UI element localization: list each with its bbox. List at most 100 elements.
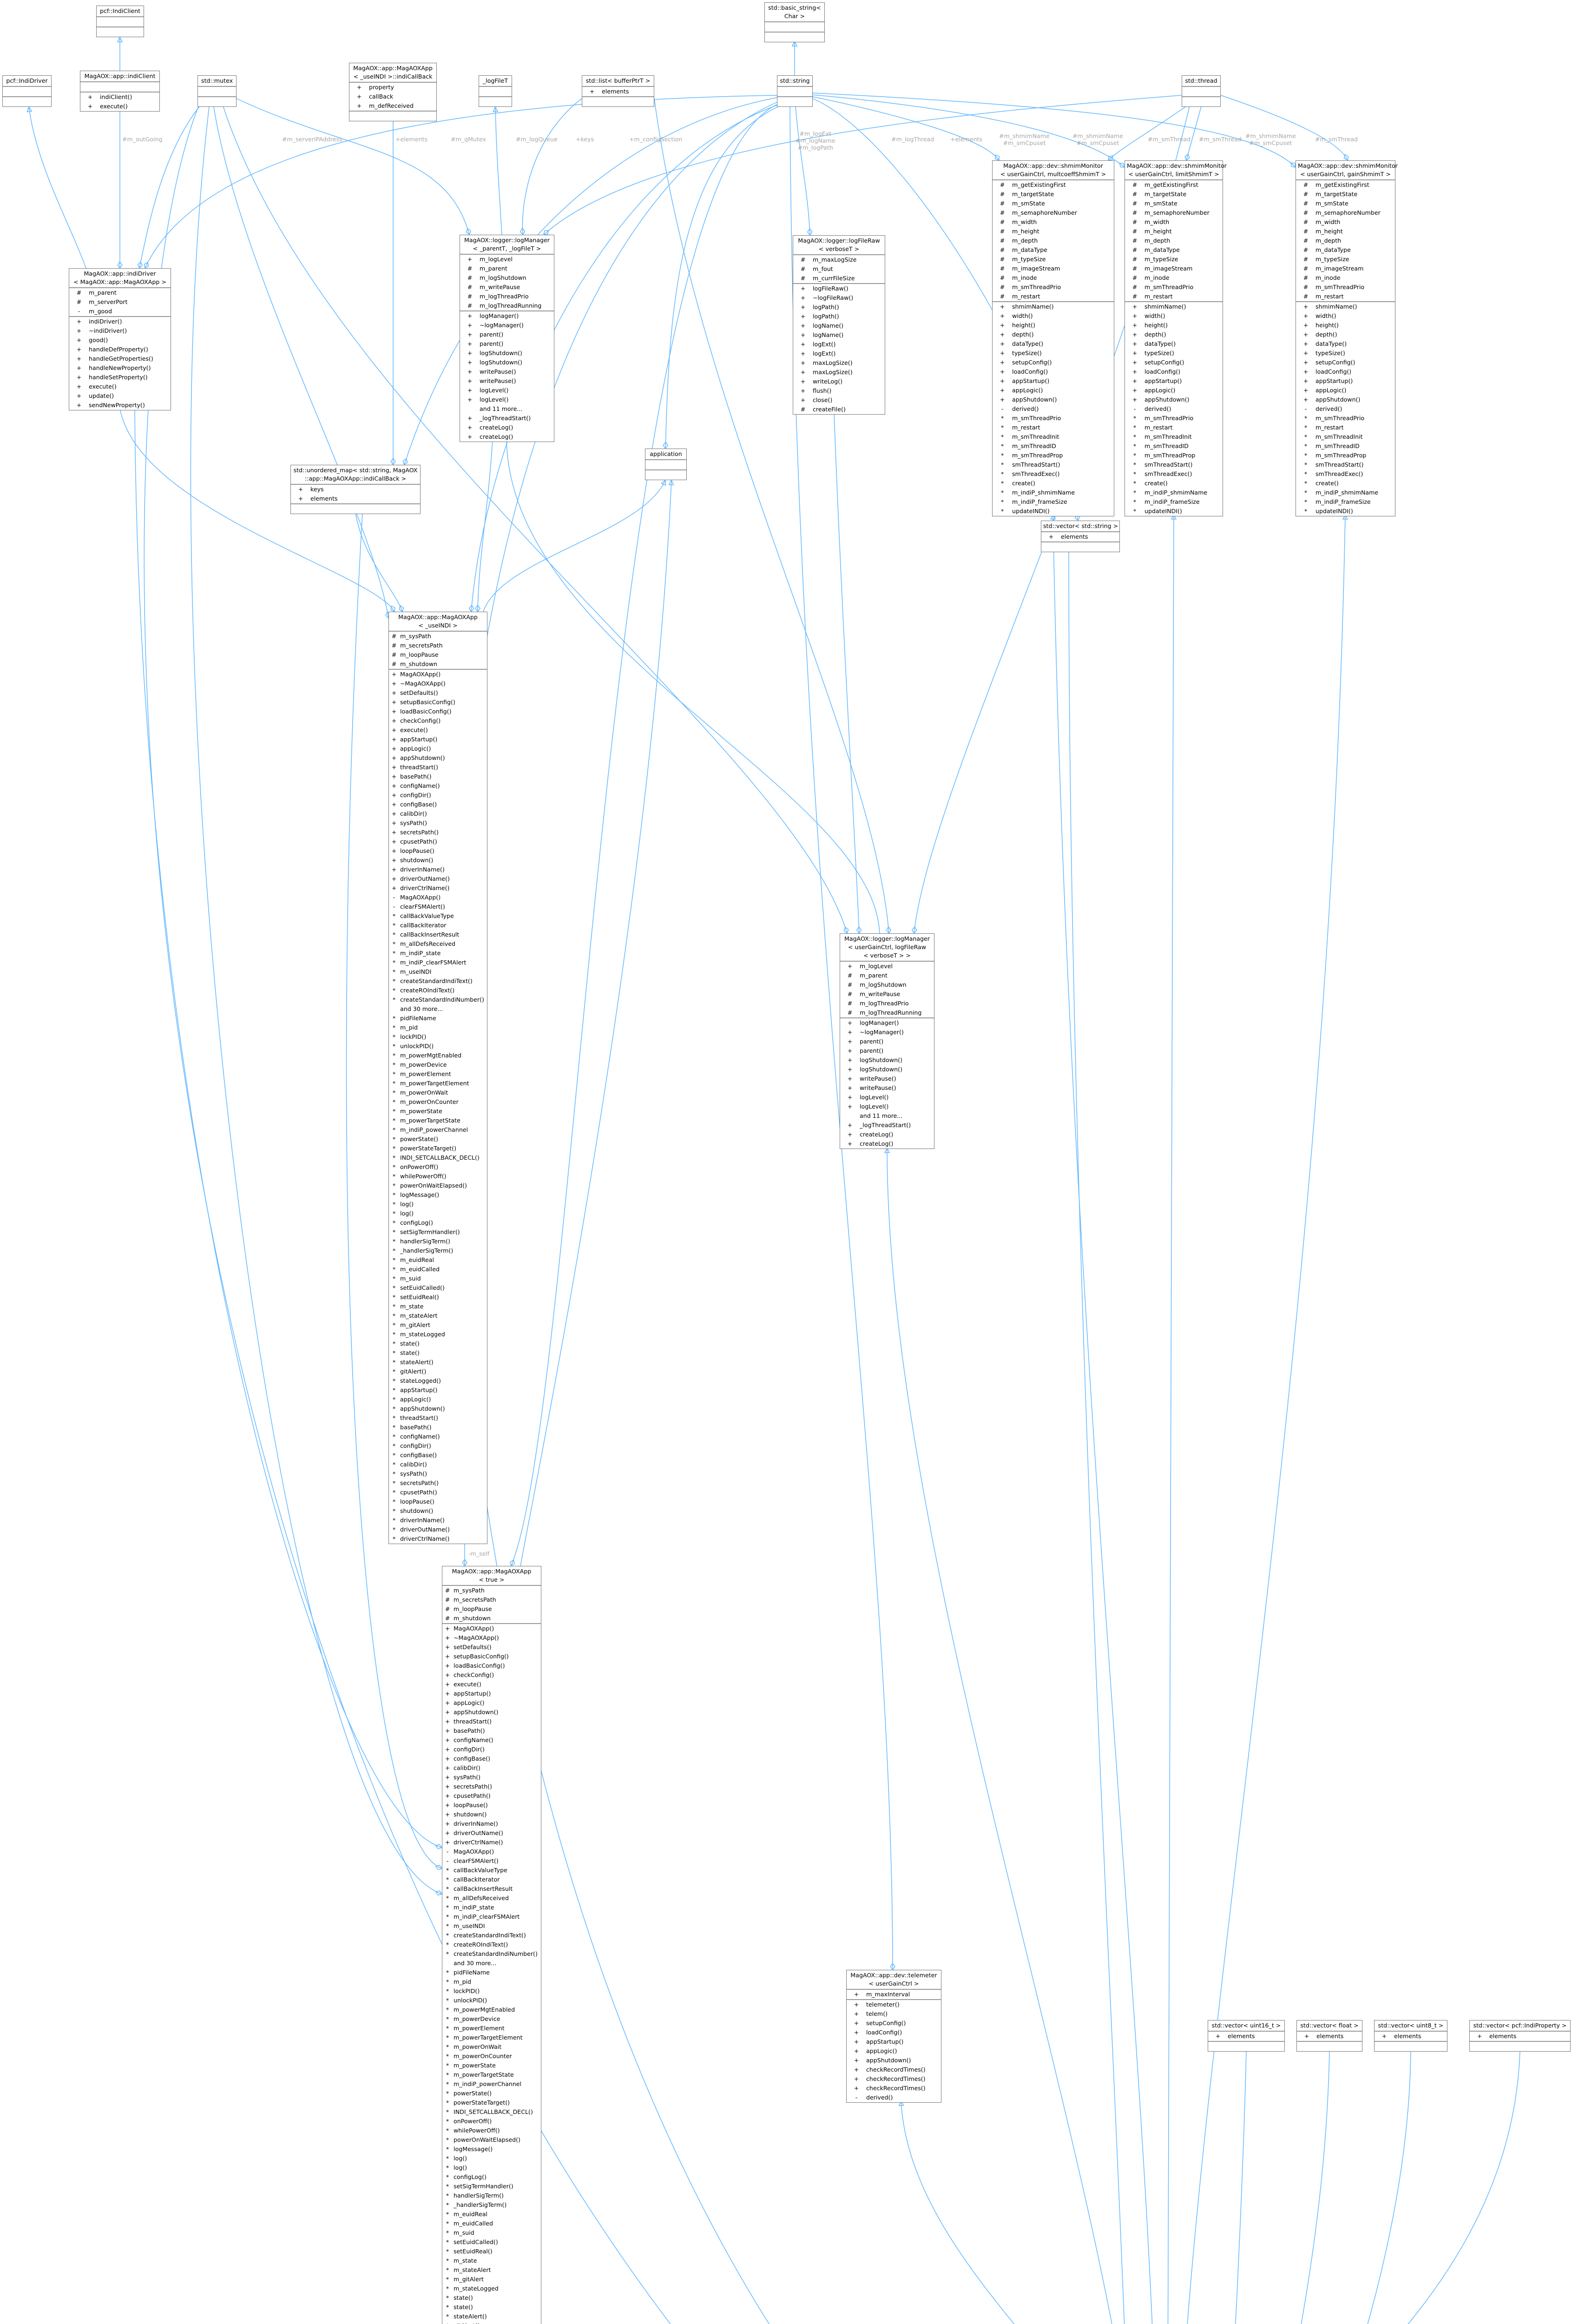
class-title[interactable]: MagAOX::logger::logManager < userGainCtr… (840, 934, 934, 962)
usage-edge (812, 94, 1125, 167)
class-logfilet[interactable]: _logFileT (479, 75, 512, 107)
member-name: clearFSMAlert() (400, 903, 445, 910)
method-row: +loopPause() (389, 846, 487, 856)
class-std-mutex[interactable]: std::mutex (197, 75, 237, 107)
class-title[interactable]: MagAOX::logger::logManager < _parentT, _… (460, 235, 554, 255)
class-title[interactable]: std::vector< float > (1297, 2020, 1362, 2032)
class-telemeter[interactable]: MagAOX::app::dev::telemeter < userGainCt… (846, 1970, 941, 2103)
class-title[interactable]: std::unordered_map< std::string, MagAOX … (291, 465, 420, 485)
class-vector-indiproperty[interactable]: std::vector< pcf::IndiProperty > +elemen… (1469, 2020, 1571, 2052)
method-row: *pidFileName (442, 1968, 541, 1977)
member-name: elements (310, 495, 338, 502)
visibility-marker: * (392, 1228, 396, 1235)
class-std-string[interactable]: std::string (777, 75, 813, 107)
class-title[interactable]: std::string (777, 76, 812, 87)
class-pcf-indiclient[interactable]: pcf::IndiClient (96, 6, 144, 37)
method-row: *powerState() (389, 1135, 487, 1144)
visibility-marker: * (446, 1904, 449, 1911)
class-title[interactable]: MagAOX::app::dev::shmimMonitor < userGai… (1125, 161, 1227, 180)
class-title[interactable]: std::thread (1182, 76, 1220, 87)
member-name: smThreadExec() (1012, 470, 1060, 477)
class-std-basic-string[interactable]: std::basic_string< Char > (764, 2, 825, 42)
class-application[interactable]: application (645, 449, 687, 480)
class-title[interactable]: MagAOX::app::dev::shmimMonitor < userGai… (993, 161, 1114, 180)
class-title[interactable]: MagAOX::app::dev::telemeter < userGainCt… (847, 1970, 941, 1990)
method-row: *m_suid (442, 2228, 541, 2238)
class-vector-float[interactable]: std::vector< float > +elements (1296, 2020, 1362, 2052)
class-title[interactable]: std::vector< std::string > (1041, 521, 1119, 532)
visibility-marker: * (392, 1396, 396, 1403)
class-indidriver[interactable]: MagAOX::app::indiDriver < MagAOX::app::M… (69, 268, 171, 410)
visibility-marker: + (467, 322, 473, 329)
class-title[interactable]: application (645, 449, 686, 460)
method-row: *appStartup() (389, 1386, 487, 1395)
class-title[interactable]: _logFileT (479, 76, 512, 87)
class-title[interactable]: MagAOX::app::MagAOXApp < _useINDI >::ind… (349, 63, 436, 83)
class-shmimmonitor-limit[interactable]: MagAOX::app::dev::shmimMonitor < userGai… (1125, 160, 1227, 516)
class-title[interactable]: MagAOX::app::indiClient (80, 71, 159, 82)
member-name: appLogic() (400, 745, 431, 752)
method-row: *basePath() (389, 1423, 487, 1432)
method-row: *m_euidCalled (389, 1265, 487, 1274)
visibility-marker: + (1303, 322, 1309, 329)
method-row: +execute() (69, 382, 171, 391)
attribute-row: #m_height (1296, 227, 1395, 236)
member-name: m_getExistingFirst (1144, 181, 1198, 188)
visibility-marker: + (1303, 340, 1309, 347)
method-row: *m_indiP_shmimName (1125, 488, 1223, 497)
class-title[interactable]: MagAOX::app::dev::shmimMonitor < userGai… (1296, 161, 1398, 180)
class-vector-uint16[interactable]: std::vector< uint16_t > +elements (1208, 2020, 1285, 2052)
class-title[interactable]: std::vector< uint8_t > (1375, 2020, 1447, 2032)
member-name: setupConfig() (866, 2020, 906, 2027)
class-title[interactable]: MagAOX::app::indiDriver < MagAOX::app::M… (69, 269, 171, 288)
class-std-thread[interactable]: std::thread (1182, 75, 1221, 107)
class-shmimmonitor-multcoeff[interactable]: MagAOX::app::dev::shmimMonitor < userGai… (992, 160, 1114, 516)
class-unordered-map[interactable]: std::unordered_map< std::string, MagAOX … (290, 465, 421, 514)
class-shmimmonitor-gain[interactable]: MagAOX::app::dev::shmimMonitor < userGai… (1296, 160, 1398, 516)
attributes-section: +elements (1297, 2032, 1362, 2042)
class-title[interactable]: MagAOX::app::MagAOXApp < _useINDI > (389, 612, 487, 632)
member-name: m_restart (1315, 293, 1344, 300)
visibility-marker: # (1132, 209, 1138, 216)
member-name: loopPause() (400, 1498, 434, 1505)
class-title[interactable]: MagAOX::logger::logFileRaw < verboseT > (793, 236, 885, 255)
class-pcf-indidriver[interactable]: pcf::IndiDriver (2, 75, 52, 107)
class-indicallback[interactable]: MagAOX::app::MagAOXApp < _useINDI >::ind… (349, 63, 437, 121)
member-name: handlerSigTerm() (400, 1238, 450, 1245)
class-title[interactable]: std::basic_string< Char > (765, 3, 824, 22)
method-row: +configDir() (389, 791, 487, 800)
class-logmanager-usergainctrl[interactable]: MagAOX::logger::logManager < userGainCtr… (840, 933, 934, 1149)
class-logmanager-template[interactable]: MagAOX::logger::logManager < _parentT, _… (460, 235, 554, 442)
member-name: m_useINDI (454, 1922, 485, 1929)
visibility-marker: * (392, 1284, 396, 1291)
class-indiclient[interactable]: MagAOX::app::indiClient +indiClient()+ex… (80, 71, 160, 112)
member-name: m_secretsPath (454, 1596, 496, 1603)
visibility-marker: + (800, 378, 806, 385)
method-row: +logPath() (793, 312, 885, 321)
class-vector-string[interactable]: std::vector< std::string > +elements (1041, 521, 1120, 552)
class-logfileraw[interactable]: MagAOX::logger::logFileRaw < verboseT > … (793, 235, 885, 415)
member-name: callBack (369, 93, 394, 100)
class-title[interactable]: pcf::IndiDriver (3, 76, 51, 87)
attribute-row: #m_smState (1296, 199, 1395, 208)
visibility-marker: + (445, 1839, 450, 1846)
member-name: m_defReceived (369, 102, 414, 109)
visibility-marker: # (1303, 237, 1309, 244)
method-row: +configDir() (442, 1745, 541, 1754)
method-row: +width() (1125, 311, 1223, 321)
visibility-marker: + (1132, 350, 1138, 357)
class-magaoxapp-true[interactable]: MagAOX::app::MagAOXApp < true > #m_sysPa… (442, 1566, 541, 2324)
class-title[interactable]: std::mutex (198, 76, 236, 87)
class-title[interactable]: pcf::IndiClient (97, 6, 144, 17)
class-title[interactable]: std::vector< uint16_t > (1208, 2020, 1284, 2032)
method-row: +checkConfig() (442, 1670, 541, 1680)
visibility-marker: * (392, 1517, 396, 1524)
class-title[interactable]: std::list< bufferPtrT > (582, 76, 654, 87)
attribute-row: #m_getExistingFirst (1125, 180, 1223, 190)
class-std-list[interactable]: std::list< bufferPtrT > +elements (582, 75, 654, 107)
usage-edge (236, 98, 469, 235)
class-title[interactable]: MagAOX::app::MagAOXApp < true > (442, 1566, 541, 1586)
class-magaoxapp-useindi[interactable]: MagAOX::app::MagAOXApp < _useINDI > #m_s… (388, 612, 487, 1544)
class-vector-uint8[interactable]: std::vector< uint8_t > +elements (1374, 2020, 1447, 2052)
class-title[interactable]: std::vector< pcf::IndiProperty > (1470, 2020, 1570, 2032)
